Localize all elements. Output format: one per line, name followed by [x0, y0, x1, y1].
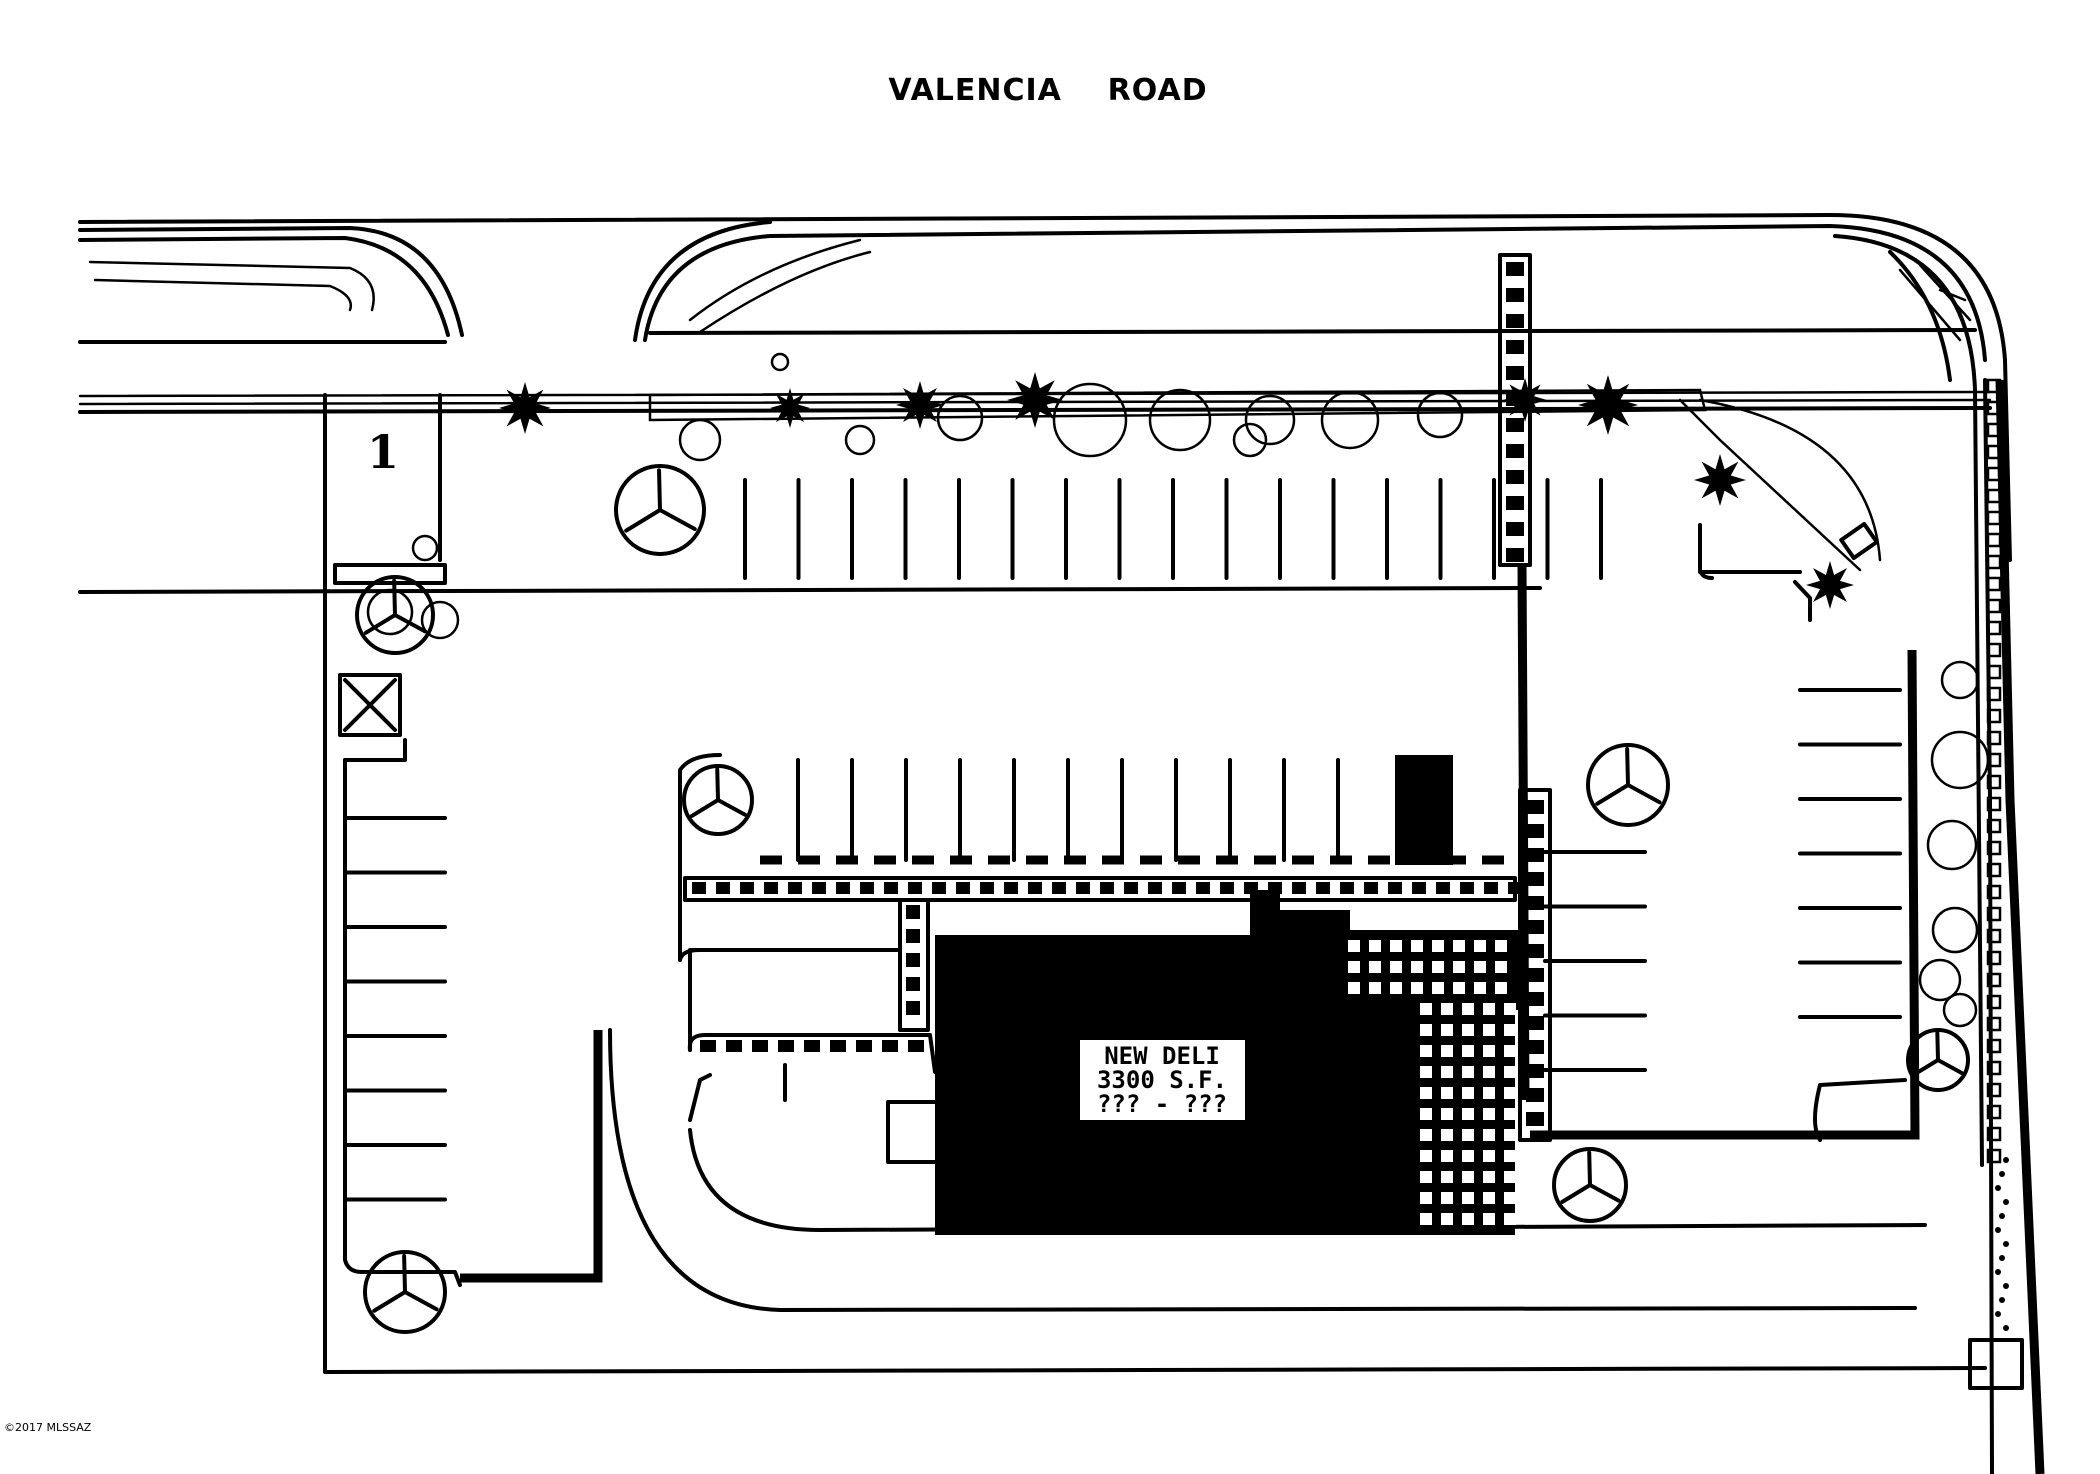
east-lot [1518, 523, 1920, 1142]
palm-tree [1578, 375, 1638, 435]
building-detail: ??? - ??? [1097, 1090, 1227, 1118]
shrub [1940, 660, 1980, 700]
north-walkway [1498, 253, 1532, 1101]
tree [1586, 743, 1670, 827]
tree [355, 575, 435, 655]
palm-tree [1694, 454, 1746, 506]
patio-pavers [1348, 940, 1516, 1225]
road-title: VALENCIA ROAD [888, 73, 1207, 108]
copyright-notice: ©2017 MLSSAZ [4, 1421, 92, 1434]
east-parking-stalls [1543, 688, 1902, 1072]
shrub [1416, 391, 1464, 439]
shrub [844, 424, 876, 456]
shrub [1148, 388, 1212, 452]
lot-number: 1 [367, 425, 399, 479]
palm-tree [499, 382, 551, 434]
shrub [1232, 422, 1268, 458]
tree [363, 1250, 447, 1334]
tree [682, 764, 754, 836]
building-footprint [935, 755, 1520, 1235]
sidewalk-pavers [683, 876, 1522, 1052]
shrub [1930, 730, 1990, 790]
palm-tree [1007, 372, 1063, 428]
central-parking-stalls [760, 758, 1504, 865]
palm-tree [896, 381, 944, 429]
north-parking-stalls [743, 478, 1603, 580]
landscape-trees [355, 352, 1990, 1334]
shrub [1052, 382, 1128, 458]
building-label: NEW DELI 3300 S.F. ??? - ??? [1080, 1040, 1245, 1120]
tree [1552, 1147, 1628, 1223]
east-frontage [1833, 234, 2045, 1474]
shrub [1918, 958, 1962, 1002]
building-area: 3300 S.F. [1097, 1066, 1227, 1094]
shrub [1942, 992, 1978, 1028]
shrub [678, 418, 722, 462]
tree [614, 464, 706, 556]
palm-tree [1806, 561, 1854, 609]
palm-tree [1503, 378, 1547, 422]
shrub [411, 534, 439, 562]
shrub [366, 588, 414, 636]
shrub [1244, 394, 1296, 446]
shrub [1926, 819, 1978, 871]
tree [1906, 1028, 1970, 1092]
shrub [420, 600, 460, 640]
shrub [770, 352, 790, 372]
west-parking [323, 393, 1987, 1374]
shrub [1931, 906, 1979, 954]
building-name: NEW DELI [1104, 1042, 1220, 1070]
